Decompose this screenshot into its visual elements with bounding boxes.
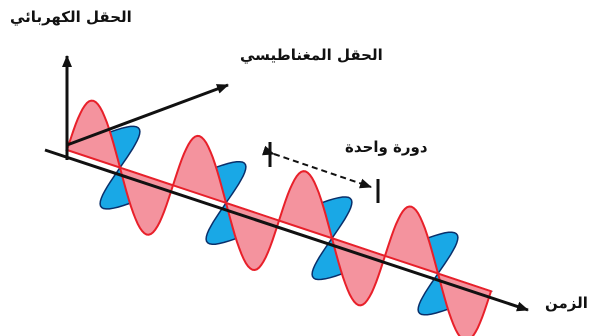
one-cycle-label: دورة واحدة bbox=[345, 138, 428, 156]
magnetic-field-axis bbox=[66, 83, 229, 147]
electric-lobe bbox=[224, 201, 281, 272]
time-label: الزمن bbox=[545, 294, 588, 312]
electric-lobe bbox=[436, 271, 493, 336]
electric-field-label: الحقل الكهربائي bbox=[10, 8, 132, 26]
one-cycle-marker bbox=[261, 142, 380, 203]
magnetic-field-label: الحقل المغناطيسي bbox=[240, 46, 383, 64]
electric-lobe bbox=[118, 166, 175, 236]
electric-lobe bbox=[171, 134, 228, 205]
electric-lobe bbox=[330, 236, 387, 307]
electric-field-wave bbox=[65, 99, 493, 336]
electric-lobe bbox=[383, 205, 440, 276]
time-axis bbox=[44, 148, 529, 312]
